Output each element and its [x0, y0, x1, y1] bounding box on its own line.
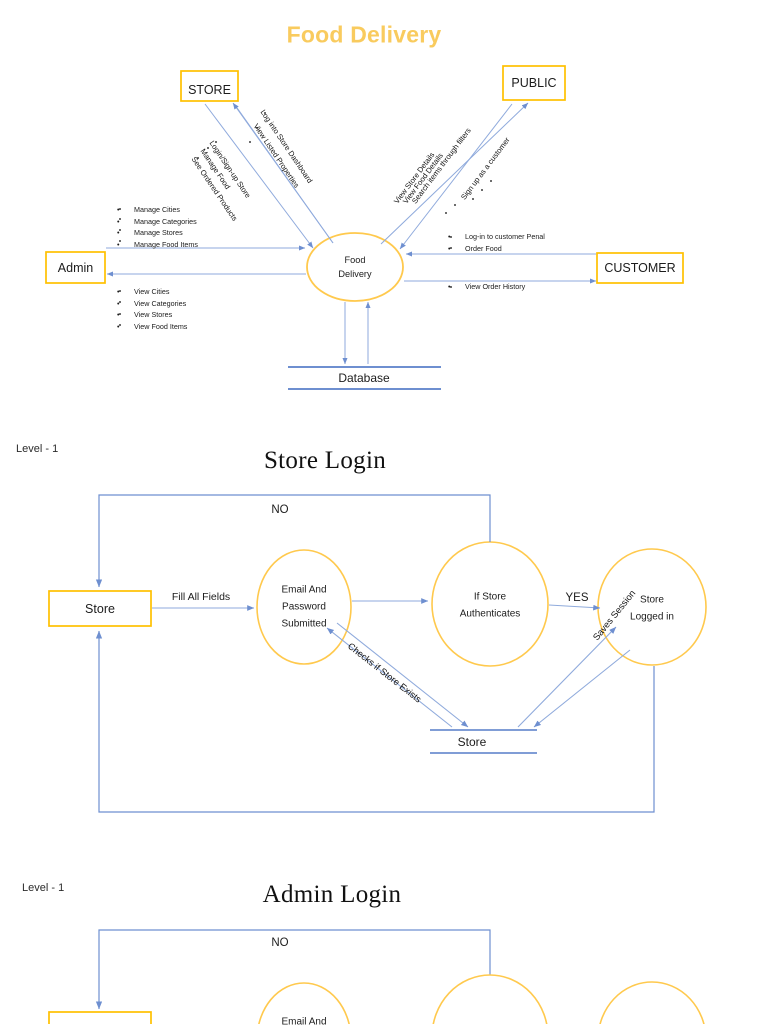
section-title-admin-login: Admin Login — [262, 881, 402, 908]
flow-list-process-to-customer: •View Order History — [448, 282, 526, 291]
flow-process-to-public — [380, 102, 529, 245]
level-tag-store-login: Level - 1 — [16, 443, 59, 455]
process-label-delivery: Delivery — [338, 269, 372, 279]
flow-label-no-admin: NO — [271, 937, 289, 949]
flow-label-checks-if-store-exists: Checks if Store Exists — [345, 641, 424, 705]
admin-flow-no-loop — [95, 929, 491, 1010]
flow-list-admin-to-process: •Manage Cities •Manage Categories •Manag… — [117, 205, 198, 249]
admin-login-shapes — [48, 929, 705, 1024]
flow-label-manage-food-items: Manage Food Items — [134, 239, 198, 249]
level-tag-admin-login: Level - 1 — [22, 882, 65, 894]
process-label-submitted: Submitted — [281, 618, 327, 630]
flow-label-manage-stores: Manage Stores — [134, 228, 183, 238]
flow-saves-session-out — [533, 649, 631, 728]
section-title-store-login: Store Login — [263, 447, 387, 474]
admin-process-if-auth — [432, 974, 548, 1024]
flow-label-no-store: NO — [271, 504, 289, 516]
process-label-authenticates: Authenticates — [459, 608, 521, 620]
flow-label-login-customer-penal: Log-in to customer Penal — [465, 232, 545, 241]
flow-label-manage-cities: Manage Cities — [134, 205, 180, 214]
flow-label-fill-all-fields: Fill All Fields — [171, 591, 231, 603]
admin-process-label-email-and: Email And — [281, 1016, 327, 1028]
process-label-store: Store — [640, 594, 664, 606]
entity-label-customer: CUSTOMER — [604, 261, 676, 275]
process-label-logged-in: Logged in — [630, 611, 674, 623]
flow-saves-session-back — [517, 626, 617, 728]
process-label-food: Food — [344, 255, 366, 265]
page-title-food-delivery: Food Delivery — [286, 21, 442, 48]
flow-yes-to-logged-in — [548, 604, 601, 611]
admin-login-entity-box — [48, 1011, 152, 1024]
flow-label-view-categories: View Categories — [134, 298, 187, 308]
flow-label-view-stores: View Stores — [134, 310, 173, 320]
flow-label-sign-up-as-a-customer: Sign up as a customer — [459, 135, 512, 202]
entity-label-public: PUBLIC — [511, 76, 557, 90]
flow-label-manage-categories: Manage Categories — [134, 216, 197, 226]
datastore-label-database: Database — [338, 371, 390, 385]
entity-label-store: STORE — [188, 83, 231, 97]
process-if-store-authenticates — [431, 541, 549, 667]
process-label-password: Password — [282, 601, 326, 613]
flow-label-yes-store: YES — [565, 592, 589, 604]
flow-label-order-food: Order Food — [465, 243, 502, 253]
flow-no-loop — [95, 494, 491, 588]
store-login-datastore-label: Store — [457, 735, 487, 749]
flow-list-customer-to-process: •Log-in to customer Penal •Order Food — [448, 232, 545, 253]
flow-logged-in-return-loop — [95, 630, 655, 813]
process-label-email-and: Email And — [281, 584, 327, 596]
store-login-entity-label: Store — [85, 602, 115, 616]
process-food-delivery — [306, 232, 404, 302]
flow-label-view-order-history: View Order History — [465, 282, 526, 291]
flow-label-view-food-items: View Food Items — [134, 321, 188, 331]
admin-process-logged-in — [599, 981, 705, 1024]
store-login-shapes — [48, 494, 707, 813]
flow-list-process-to-admin: •View Cities •View Categories •View Stor… — [117, 287, 188, 331]
entity-label-admin: Admin — [57, 261, 94, 275]
flow-checks-store-exists-out — [336, 622, 469, 728]
flow-label-view-cities: View Cities — [134, 287, 170, 296]
process-label-if-store: If Store — [473, 591, 507, 603]
